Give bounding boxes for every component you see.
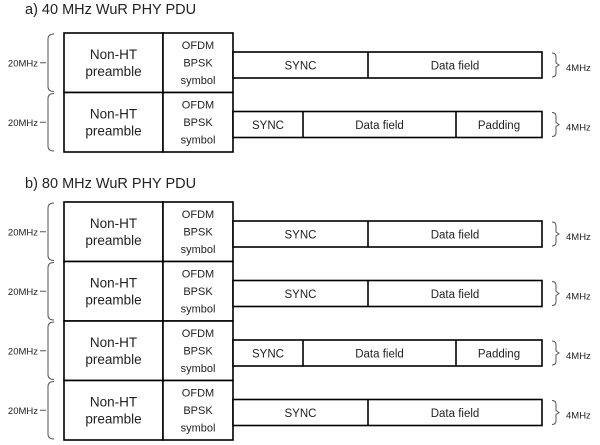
- ofdm-symbol-label: symbol: [181, 304, 216, 316]
- ofdm-symbol-label: OFDM: [182, 209, 214, 221]
- preamble-label: Non-HT: [90, 106, 137, 121]
- ofdm-symbol-label: BPSK: [183, 405, 213, 417]
- preamble-label: preamble: [85, 411, 141, 426]
- field-padding: Padding: [478, 349, 520, 361]
- field-sync: SYNC: [252, 120, 284, 132]
- narrowband-brace: [551, 400, 560, 425]
- field-sync: SYNC: [252, 349, 284, 361]
- preamble-label: preamble: [85, 123, 141, 138]
- preamble-label: Non-HT: [90, 47, 137, 62]
- ofdm-symbol-label: BPSK: [183, 346, 213, 358]
- ofdm-symbol-label: symbol: [181, 135, 216, 147]
- bandwidth-label: 20MHz: [8, 287, 38, 298]
- ofdm-symbol-label: OFDM: [182, 328, 214, 340]
- narrowband-label: 4MHz: [566, 123, 591, 134]
- narrowband-label: 4MHz: [566, 63, 591, 74]
- narrowband-label: 4MHz: [566, 351, 591, 362]
- ofdm-symbol-label: BPSK: [183, 117, 213, 129]
- bandwidth-label: 20MHz: [8, 227, 38, 238]
- field-data-field: Data field: [431, 289, 480, 301]
- field-sync: SYNC: [285, 230, 317, 242]
- narrowband-box: [232, 51, 543, 79]
- narrowband-box: [232, 110, 543, 139]
- preamble-box: [63, 379, 164, 441]
- narrowband-label: 4MHz: [566, 411, 591, 422]
- section-b-title: b) 80 MHz WuR PHY PDU: [25, 176, 197, 192]
- ofdm-symbol-label: symbol: [181, 244, 216, 256]
- ofdm-symbol-label: OFDM: [182, 269, 214, 281]
- narrowband-brace: [551, 340, 560, 366]
- preamble-box: [63, 260, 164, 322]
- narrowband-brace: [551, 112, 560, 137]
- field-padding: Padding: [478, 120, 520, 132]
- preamble-box: [63, 320, 164, 382]
- ofdm-symbol-box: [162, 260, 234, 322]
- field-data-field: Data field: [355, 349, 404, 361]
- ofdm-symbol-label: symbol: [181, 423, 216, 435]
- preamble-box: [63, 32, 164, 94]
- narrowband-label: 4MHz: [566, 292, 591, 303]
- bandwidth-label: 20MHz: [8, 58, 38, 69]
- section-a-title: a) 40 MHz WuR PHY PDU: [25, 2, 197, 18]
- preamble-label: Non-HT: [90, 275, 137, 290]
- narrowband-brace: [551, 221, 560, 247]
- ofdm-symbol-label: symbol: [181, 363, 216, 375]
- ofdm-symbol-label: BPSK: [183, 227, 213, 239]
- narrowband-box: [232, 398, 543, 427]
- bandwidth-label: 20MHz: [8, 406, 38, 417]
- narrowband-label: 4MHz: [566, 232, 591, 243]
- bandwidth-brace: [47, 262, 55, 321]
- ofdm-symbol-label: BPSK: [183, 286, 213, 298]
- preamble-label: Non-HT: [90, 394, 137, 409]
- narrowband-box: [232, 339, 543, 367]
- bandwidth-label: 20MHz: [8, 346, 38, 357]
- field-sync: SYNC: [285, 61, 317, 73]
- ofdm-symbol-label: symbol: [181, 75, 216, 87]
- field-data-field: Data field: [431, 61, 480, 73]
- preamble-label: Non-HT: [90, 335, 137, 350]
- bandwidth-brace: [47, 381, 55, 440]
- ofdm-symbol-label: OFDM: [182, 40, 214, 52]
- field-data-field: Data field: [355, 120, 404, 132]
- field-sync: SYNC: [285, 289, 317, 301]
- preamble-label: preamble: [85, 64, 141, 79]
- narrowband-box: [232, 220, 543, 248]
- ofdm-symbol-box: [162, 91, 234, 153]
- preamble-label: preamble: [85, 352, 141, 367]
- field-sync: SYNC: [285, 408, 317, 420]
- preamble-box: [63, 201, 164, 263]
- ofdm-symbol-label: OFDM: [182, 100, 214, 112]
- narrowband-box: [232, 279, 543, 308]
- bandwidth-label: 20MHz: [8, 118, 38, 129]
- preamble-label: Non-HT: [90, 216, 137, 231]
- ofdm-symbol-label: OFDM: [182, 388, 214, 400]
- ofdm-symbol-box: [162, 32, 234, 94]
- field-data-field: Data field: [431, 230, 480, 242]
- bandwidth-brace: [47, 202, 55, 261]
- bandwidth-brace: [47, 93, 55, 152]
- bandwidth-brace: [47, 33, 55, 92]
- field-data-field: Data field: [431, 408, 480, 420]
- ofdm-symbol-box: [162, 320, 234, 382]
- ofdm-symbol-label: BPSK: [183, 58, 213, 70]
- ofdm-symbol-box: [162, 379, 234, 441]
- preamble-label: preamble: [85, 233, 141, 248]
- narrowband-brace: [551, 52, 560, 78]
- ofdm-symbol-box: [162, 201, 234, 263]
- preamble-box: [63, 91, 164, 153]
- narrowband-brace: [551, 281, 560, 306]
- bandwidth-brace: [47, 321, 55, 380]
- preamble-label: preamble: [85, 292, 141, 307]
